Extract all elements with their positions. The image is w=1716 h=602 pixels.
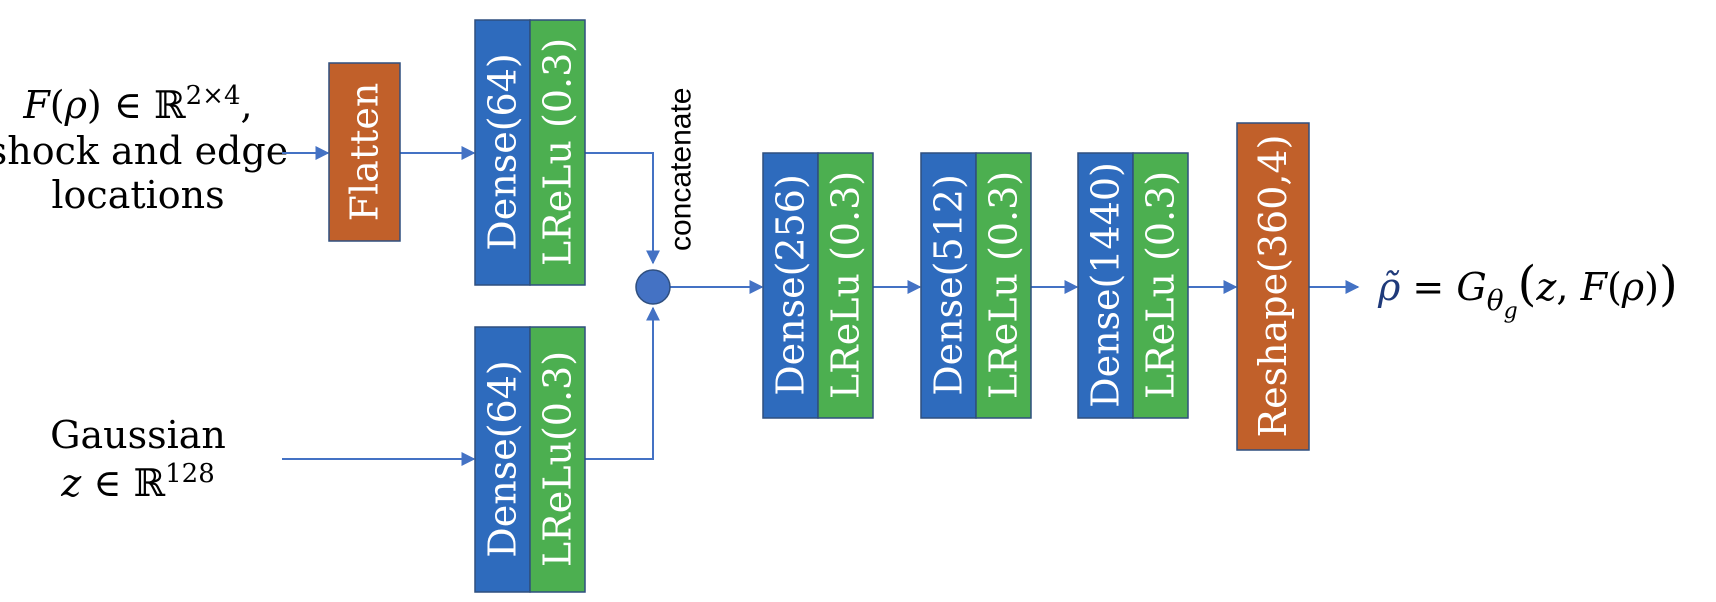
dense512-label: Dense(512)	[927, 174, 971, 396]
noise-dims: 128	[165, 459, 215, 489]
noise-line1: Gaussian	[50, 413, 226, 457]
dense1440-label: Dense(1440)	[1084, 162, 1128, 408]
concatenate-label: concatenate	[665, 88, 698, 251]
reshape-box	[1236, 122, 1310, 451]
dense256-block: Dense(256) LReLu (0.3)	[762, 152, 874, 419]
output-equals: =	[1400, 265, 1456, 309]
output-theta-subscript: θ	[1487, 284, 1504, 317]
bottom-dense-box	[474, 326, 531, 593]
bottom-activation-label: LReLu(0.3)	[536, 351, 580, 567]
concatenate-circle	[635, 269, 671, 305]
feature-close-paren: )	[87, 83, 102, 127]
feature-F-symbol: F	[22, 83, 51, 127]
dense256-box	[762, 152, 819, 419]
output-rho-tilde: ρ̃	[1377, 265, 1401, 309]
output-open-paren: (	[1518, 256, 1537, 312]
output-equation: ρ̃ = Gθg(z, F(ρ))	[1377, 256, 1678, 324]
arrow-bottom-branch-to-concat	[585, 306, 660, 460]
arrow-top-branch-to-concat	[585, 152, 660, 265]
bottom-dense-block: Dense(64) LReLu(0.3)	[474, 326, 586, 593]
output-close-paren: )	[1659, 256, 1678, 312]
output-open-paren-2: (	[1607, 265, 1622, 309]
top-dense-box	[474, 19, 531, 286]
activation1-box	[817, 152, 874, 419]
dense256-label: Dense(256)	[769, 174, 813, 396]
flatten-label: Flatten	[343, 83, 387, 222]
dense512-block: Dense(512) LReLu (0.3)	[920, 152, 1032, 419]
feature-comma: ,	[241, 83, 253, 127]
activation3-box	[1132, 152, 1189, 419]
feature-input-label: F(ρ) ∈ ℝ2×4, shock and edge locations	[0, 81, 288, 217]
flatten-layer: Flatten	[328, 62, 401, 242]
feature-reals-symbol: ℝ	[154, 83, 186, 127]
feature-line3: locations	[51, 173, 224, 217]
top-activation-box	[529, 19, 586, 286]
activation3-label: LReLu (0.3)	[1139, 171, 1183, 399]
feature-line2: shock and edge	[0, 129, 288, 173]
output-comma: ,	[1556, 265, 1580, 309]
svg-text:z ∈ ℝ128: z ∈ ℝ128	[60, 459, 215, 505]
noise-reals-symbol: ℝ	[134, 461, 166, 505]
feature-dims: 2×4	[186, 81, 241, 111]
dense512-box	[920, 152, 977, 419]
concatenate-node: concatenate	[635, 88, 698, 305]
noise-input-label: Gaussian z ∈ ℝ128	[50, 413, 226, 505]
output-z-symbol: z	[1535, 265, 1557, 309]
reshape-label: Reshape(360,4)	[1251, 135, 1295, 438]
svg-text:F(ρ) ∈ ℝ2×4,: F(ρ) ∈ ℝ2×4,	[22, 81, 252, 127]
dense1440-box	[1077, 152, 1134, 419]
feature-rho-symbol: ρ	[64, 83, 88, 127]
dense1440-block: Dense(1440) LReLu (0.3)	[1077, 152, 1189, 419]
svg-text:ρ̃ = Gθg(z, F(ρ)): ρ̃ = Gθg(z, F(ρ))	[1377, 256, 1678, 324]
activation2-box	[975, 152, 1032, 419]
bottom-activation-box	[529, 326, 586, 593]
top-activation-label: LReLu (0.3)	[536, 38, 580, 266]
top-dense-label: Dense(64)	[481, 53, 525, 250]
output-F-symbol: F	[1580, 265, 1609, 309]
feature-open-paren: (	[50, 83, 65, 127]
output-G-symbol: G	[1456, 265, 1486, 309]
top-dense-block: Dense(64) LReLu (0.3)	[474, 19, 586, 286]
reshape-layer: Reshape(360,4)	[1236, 122, 1310, 451]
noise-z-symbol: z	[60, 461, 82, 505]
output-close-paren-2: )	[1644, 265, 1659, 309]
feature-element-of: ∈	[102, 83, 154, 127]
output-rho-symbol: ρ	[1621, 265, 1645, 309]
bottom-dense-label: Dense(64)	[481, 360, 525, 557]
activation1-label: LReLu (0.3)	[824, 171, 868, 399]
output-g-subscript: g	[1504, 299, 1518, 324]
activation2-label: LReLu (0.3)	[982, 171, 1026, 399]
noise-element-of: ∈	[81, 461, 133, 505]
connectors	[282, 146, 1360, 466]
